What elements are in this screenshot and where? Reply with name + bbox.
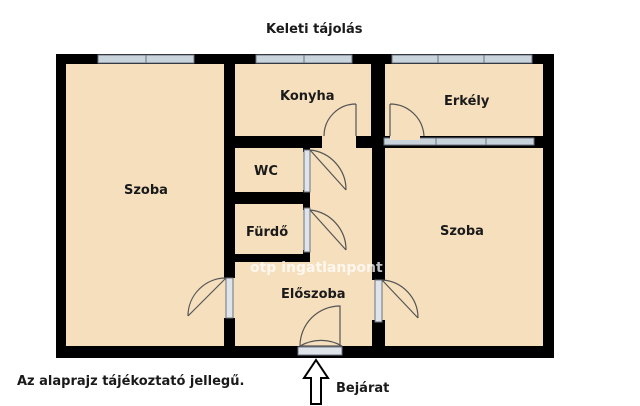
entrance-arrow-icon: [302, 358, 330, 405]
room-label-eloszoba: Előszoba: [281, 287, 346, 302]
room-furdo: [235, 204, 303, 254]
room-konyha: [235, 64, 371, 136]
room-label-szoba-right: Szoba: [440, 224, 484, 239]
room-label-furdo: Fürdő: [246, 225, 289, 240]
room-eloszoba: [235, 262, 372, 346]
room-wc: [235, 148, 303, 192]
room-erkely: [385, 64, 543, 136]
room-label-erkely: Erkély: [444, 94, 490, 109]
room-szoba-right: [385, 148, 543, 346]
entrance-label: Bejárat: [336, 381, 390, 396]
room-label-konyha: Konyha: [280, 89, 335, 104]
room-label-szoba-left: Szoba: [124, 183, 168, 198]
orientation-label: Keleti tájolás: [266, 22, 363, 37]
windows-top: [97, 54, 533, 64]
watermark: otp ingatlanpont: [250, 260, 383, 276]
door-swings: [187, 103, 425, 347]
room-szoba-left: [66, 64, 224, 346]
disclaimer: Az alaprajz tájékoztató jellegű.: [17, 374, 245, 389]
room-hall-top: [310, 148, 372, 262]
balcony-glazing: [383, 137, 535, 146]
room-label-wc: WC: [254, 164, 278, 179]
